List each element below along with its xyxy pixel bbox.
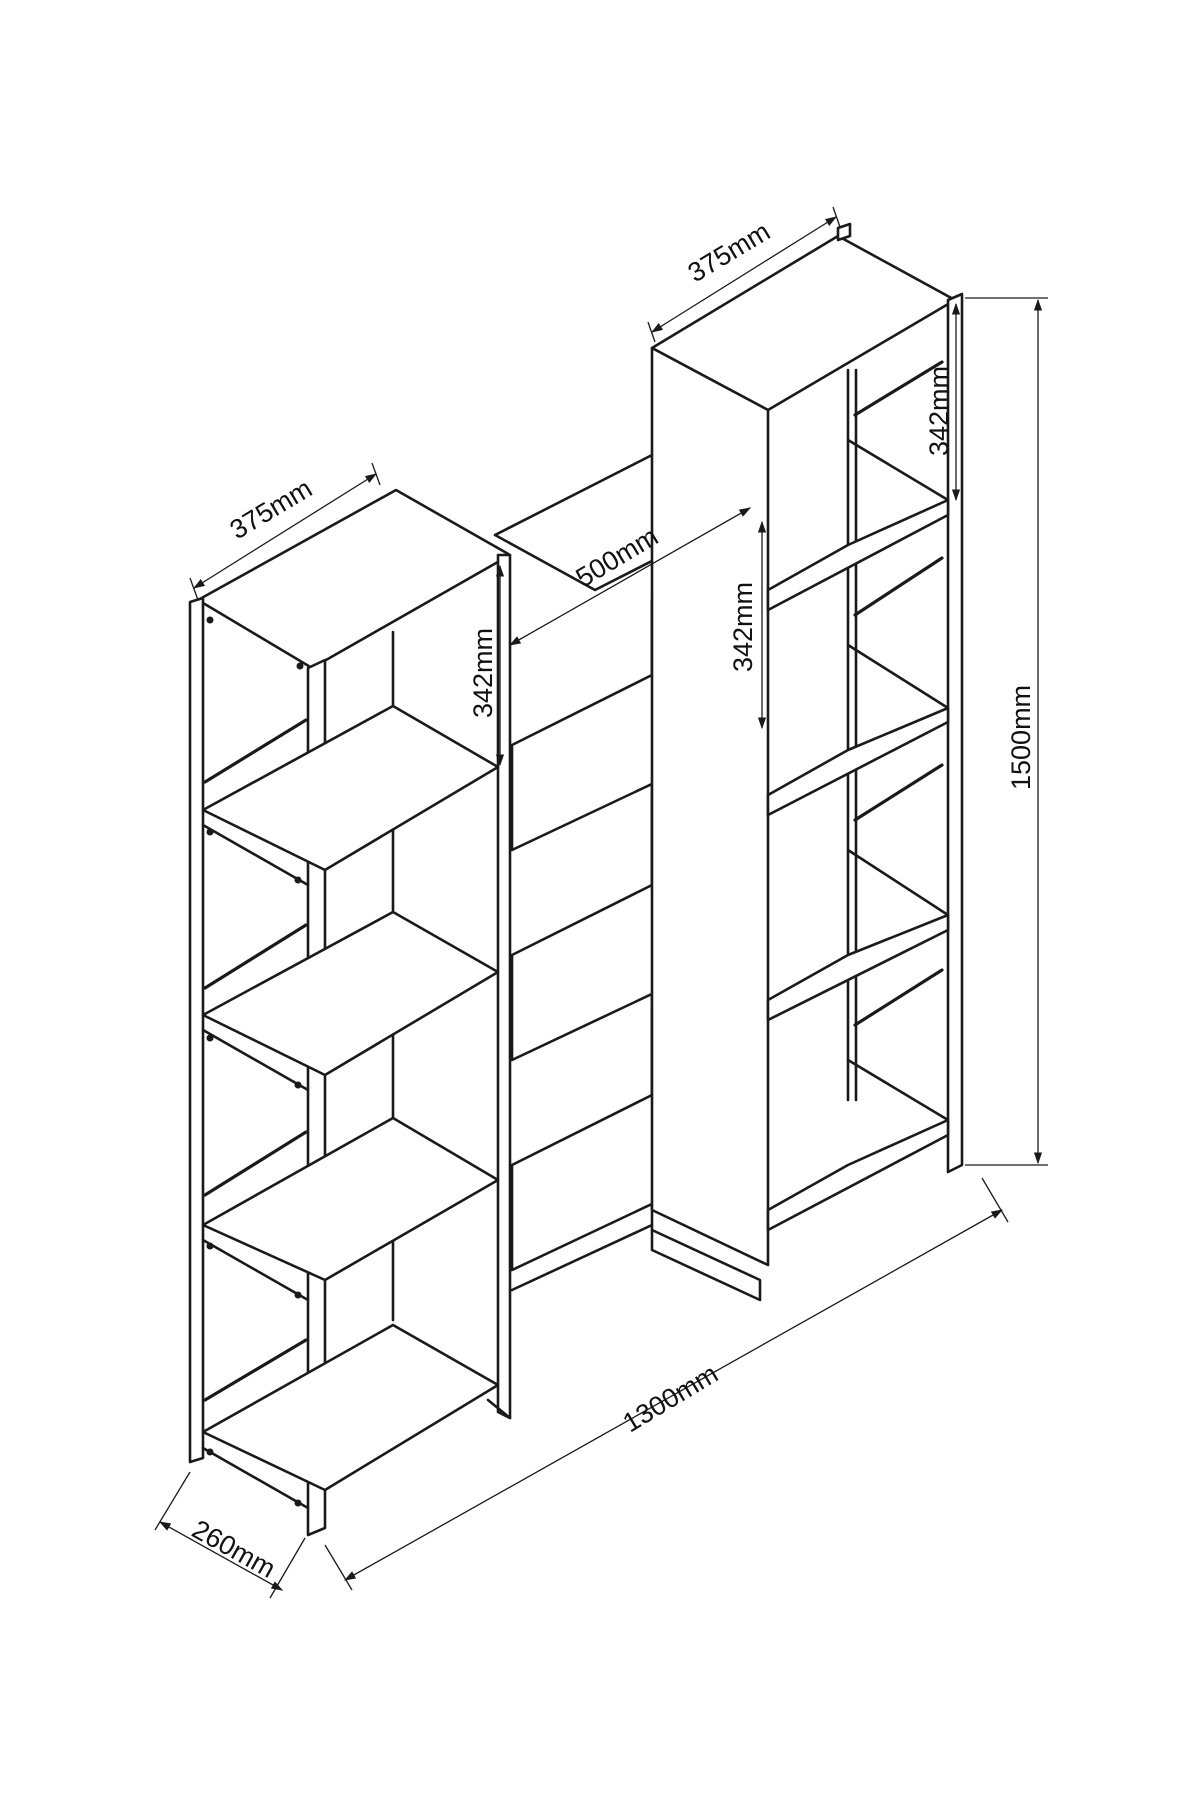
bolt — [206, 1034, 214, 1042]
right-width-label: 375mm — [683, 216, 776, 288]
left-shelf-2 — [201, 910, 500, 1077]
right-gap-label: 342mm — [924, 366, 954, 456]
bolt — [294, 1291, 302, 1299]
middle-width-arrow — [508, 507, 752, 646]
bolt — [296, 662, 304, 670]
total-width-label: 1300mm — [618, 1358, 723, 1438]
depth-arrow — [158, 1521, 284, 1591]
depth-label: 260mm — [187, 1514, 280, 1584]
bolt — [206, 1242, 214, 1250]
left-width-label: 375mm — [225, 473, 318, 545]
right-shelf-3 — [766, 913, 950, 1022]
right-top-front — [650, 346, 770, 1267]
right-rod-4 — [853, 968, 944, 1027]
right-front-post — [946, 292, 964, 1174]
left-rod-1 — [203, 718, 308, 784]
left-back-post — [188, 596, 205, 1464]
right-rod-1 — [853, 360, 944, 417]
left-shelf-3 — [201, 1116, 500, 1282]
left-width-arrow — [193, 473, 377, 589]
right-rod-3 — [853, 763, 944, 822]
bolt — [206, 616, 214, 624]
right-tower — [650, 222, 964, 1267]
middle-gap-label: 342mm — [728, 582, 758, 672]
left-gap-label: 342mm — [468, 628, 498, 718]
left-shelf-4 — [201, 1323, 500, 1492]
dimension-lines — [154, 206, 1048, 1599]
right-width-arrow — [651, 216, 837, 333]
left-shelf-1 — [201, 704, 500, 872]
left-rod-2 — [203, 923, 308, 990]
right-shelf-1 — [766, 498, 950, 612]
left-tower — [188, 488, 512, 1537]
right-back-post — [836, 222, 852, 242]
bolt — [294, 1081, 302, 1089]
right-shelf-4 — [766, 1118, 950, 1232]
total-width-arrow — [343, 1209, 1004, 1581]
bolt — [294, 876, 302, 884]
height-label: 1500mm — [1006, 685, 1036, 790]
left-rod-3 — [203, 1130, 308, 1197]
bolt — [206, 828, 214, 836]
right-rod-2 — [853, 556, 944, 617]
bolt — [294, 1499, 302, 1507]
bolt — [206, 1448, 214, 1456]
right-shelf-2 — [766, 706, 950, 817]
left-rod-4 — [203, 1338, 308, 1402]
